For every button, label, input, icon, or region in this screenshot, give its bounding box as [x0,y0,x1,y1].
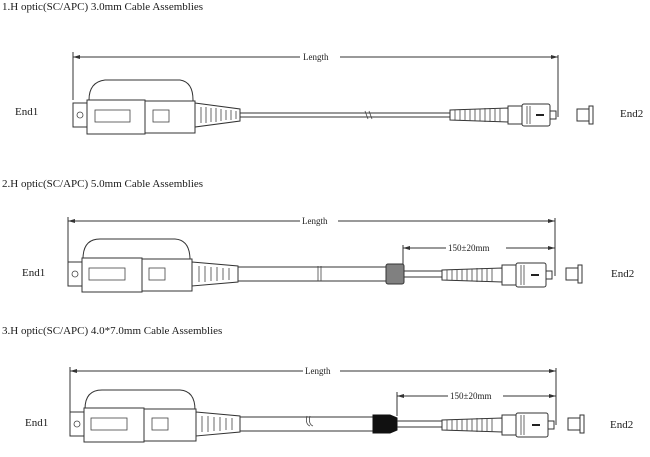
section-2-cable [238,263,442,285]
section-2-breakout-label: 150±20mm [448,243,489,253]
section-3-end2-label: End2 [610,419,634,431]
section-2-length-dimension: Length [67,216,556,276]
section-3-length-label: Length [305,366,331,376]
arrow-left-icon [73,55,80,59]
section-2-end2-label: End2 [611,268,635,280]
arrow-left-icon [403,246,410,250]
arrow-right-icon [549,369,556,373]
section-1-length-dimension: Length [72,52,559,117]
section-3-title: 3.H optic(SC/APC) 4.0*7.0mm Cable Assemb… [2,325,223,337]
arrow-right-icon [548,246,555,250]
section-3-breakout-sleeve [372,414,398,434]
section-1-cable [240,110,450,120]
section-1-end2-connector [449,103,557,127]
section-1-dust-cap-icon [576,105,594,125]
section-1-title: 1.H optic(SC/APC) 3.0mm Cable Assemblies [2,1,204,13]
section-3-end1-connector [69,389,241,443]
section-3-end2-connector [441,412,555,438]
arrow-right-icon [551,55,558,59]
section-3-breakout-dimension: 150±20mm [396,391,556,416]
section-2-end1-label: End1 [22,267,46,279]
section-3-breakout-label: 150±20mm [450,391,491,401]
arrow-left-icon [397,394,404,398]
arrow-left-icon [70,369,77,373]
section-3-dust-cap-icon [567,414,585,434]
section-2-breakout-sleeve [385,263,405,285]
section-2-length-label: Length [302,216,328,226]
section-2-breakout-dimension: 150±20mm [402,243,555,266]
section-3-end1-label: End1 [25,417,49,429]
section-3-cable [240,414,442,434]
section-2-dust-cap-icon [565,264,583,284]
section-1-end1-label: End1 [15,106,39,118]
section-1-end1-connector [72,79,241,135]
arrow-right-icon [548,219,555,223]
section-2-end1-connector [67,238,239,293]
section-1-length-label: Length [303,52,329,62]
arrow-right-icon [549,394,556,398]
section-2-end2-connector [441,262,553,288]
arrow-left-icon [68,219,75,223]
section-1-end2-label: End2 [620,108,644,120]
section-2-title: 2.H optic(SC/APC) 5.0mm Cable Assemblies [2,178,204,190]
section-2-cable-diagram: Length 150±20mm [67,216,583,293]
section-1-cable-diagram: Length [72,52,594,135]
